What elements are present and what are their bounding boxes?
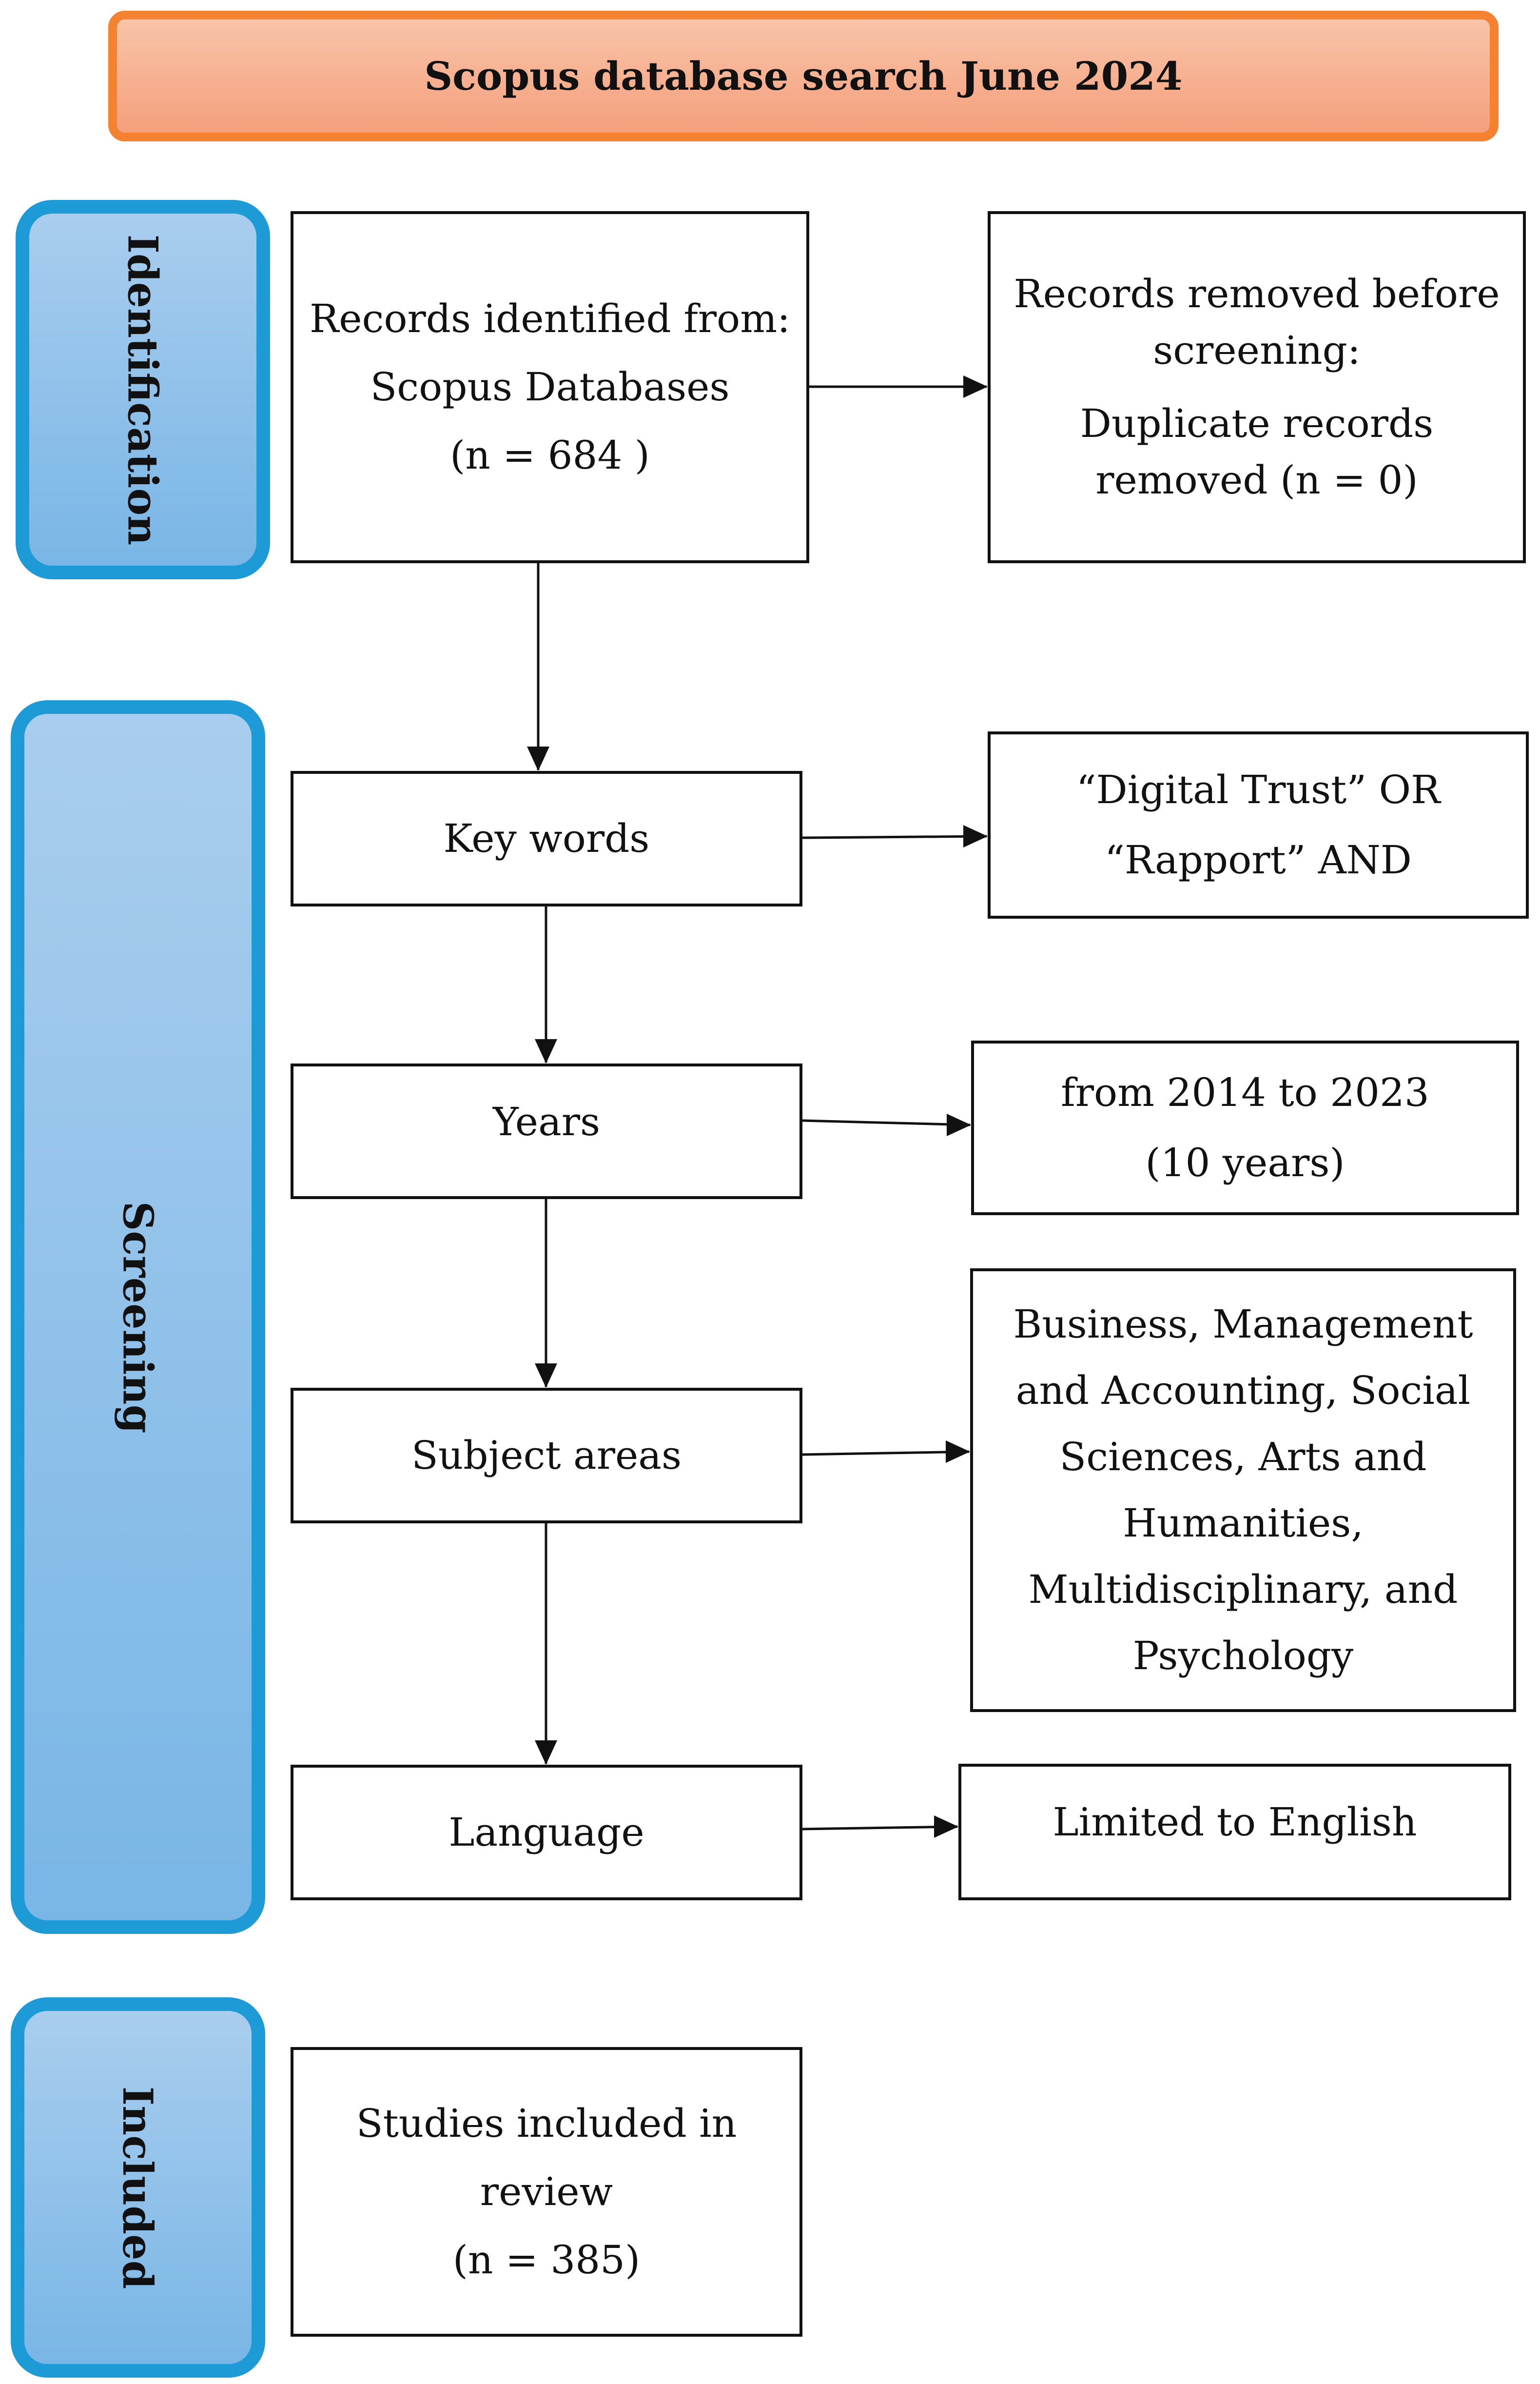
subject-areas-detail-line-4: Humanities, — [1123, 1500, 1364, 1546]
language-box: Language — [291, 1765, 802, 1900]
records-identified-line-2: Scopus Databases — [370, 364, 730, 410]
records-removed-box: Records removed before screening: Duplic… — [988, 211, 1526, 563]
subject-areas-detail-box: Business, Management and Accounting, Soc… — [970, 1268, 1516, 1712]
studies-included-box: Studies included in review (n = 385) — [291, 2047, 802, 2337]
records-removed-line-4: removed (n = 0) — [1095, 457, 1418, 503]
arrow-keywords-to-detail — [802, 835, 987, 839]
records-identified-line-1: Records identified from: — [309, 296, 791, 341]
arrow-years-to-detail — [802, 1119, 971, 1126]
stage-identification: Identification — [16, 200, 270, 579]
arrowhead-8 — [535, 1363, 557, 1388]
years-detail-line-2: (10 years) — [1145, 1140, 1345, 1185]
arrowhead-5 — [934, 1815, 958, 1838]
header-banner: Scopus database search June 2024 — [108, 11, 1499, 141]
years-label: Years — [492, 1099, 601, 1144]
arrowhead-4 — [946, 1440, 970, 1463]
subject-areas-detail-line-3: Sciences, Arts and — [1059, 1434, 1427, 1479]
subject-areas-detail-line-1: Business, Management — [1013, 1301, 1473, 1347]
language-label: Language — [448, 1810, 644, 1855]
subject-areas-detail-line-2: and Accounting, Social — [1015, 1368, 1471, 1413]
years-detail-line-1: from 2014 to 2023 — [1061, 1070, 1429, 1115]
records-removed-line-2: screening: — [1153, 328, 1361, 373]
records-removed-line-3: Duplicate records — [1080, 401, 1434, 446]
header-title: Scopus database search June 2024 — [424, 53, 1183, 99]
years-box: Years — [291, 1064, 802, 1199]
language-detail-label: Limited to English — [1053, 1799, 1417, 1845]
records-removed-line-1: Records removed before — [1014, 271, 1500, 316]
key-words-label: Key words — [443, 816, 650, 861]
key-words-detail-box: “Digital Trust” OR “Rapport” AND — [988, 731, 1529, 919]
stage-screening: Screening — [11, 700, 265, 1934]
arrow-language-to-detail — [802, 1825, 958, 1831]
arrowhead-2 — [963, 825, 988, 847]
studies-included-count: (n = 385) — [452, 2237, 641, 2283]
key-words-box: Key words — [291, 771, 802, 906]
key-words-detail-line-1: “Digital Trust” OR — [1076, 767, 1441, 812]
arrow-subject-to-detail — [802, 1450, 970, 1456]
stage-included: Included — [11, 1997, 265, 2378]
arrowhead-1 — [963, 375, 988, 398]
arrowhead-9 — [535, 1740, 557, 1765]
key-words-detail-line-2: “Rapport” AND — [1105, 837, 1412, 883]
subject-areas-label: Subject areas — [411, 1433, 682, 1478]
arrowhead-6 — [527, 747, 549, 771]
records-identified-count: (n = 684 ) — [450, 433, 650, 478]
arrowhead-3 — [947, 1114, 971, 1136]
subject-areas-detail-line-6: Psychology — [1132, 1633, 1354, 1678]
subject-areas-box: Subject areas — [291, 1388, 802, 1523]
studies-included-line-1: Studies included in — [356, 2101, 737, 2146]
years-detail-box: from 2014 to 2023 (10 years) — [971, 1041, 1519, 1215]
records-identified-box: Records identified from: Scopus Database… — [291, 211, 809, 563]
studies-included-line-2: review — [480, 2169, 613, 2214]
language-detail-box: Limited to English — [958, 1764, 1511, 1900]
subject-areas-detail-line-5: Multidisciplinary, and — [1028, 1567, 1458, 1612]
arrowhead-7 — [535, 1039, 557, 1064]
